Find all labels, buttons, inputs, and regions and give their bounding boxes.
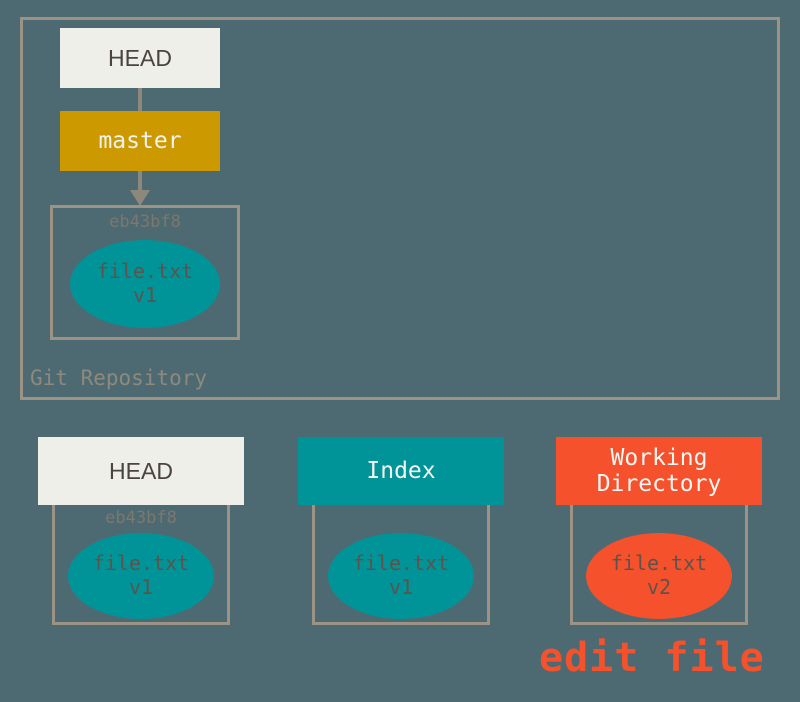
working-directory-title-line1: Working <box>610 444 708 471</box>
working-directory-title-line2: Directory <box>596 471 722 497</box>
index-column-blob[interactable]: file.txt v1 <box>328 533 474 619</box>
repo-head-box[interactable]: HEAD <box>60 28 220 88</box>
repo-master-box[interactable]: master <box>60 111 220 171</box>
head-column-blob-filename: file.txt <box>92 551 190 576</box>
working-directory-column-header[interactable]: Working Directory <box>556 437 762 505</box>
git-repository-container <box>20 17 780 400</box>
index-column-header[interactable]: Index <box>298 437 504 505</box>
edit-file-caption: edit file <box>539 635 765 681</box>
working-directory-blob-version: v2 <box>646 575 672 599</box>
repo-commit-frame <box>50 205 240 340</box>
repo-commit-blob-filename: file.txt <box>96 259 194 284</box>
working-directory-blob-filename: file.txt <box>610 551 708 576</box>
repo-commit-blob-version: v1 <box>132 283 158 307</box>
working-directory-column-frame <box>570 503 748 625</box>
repo-master-label: master <box>98 127 182 154</box>
connector-master-to-commit <box>138 171 142 193</box>
arrow-head-icon <box>130 190 150 206</box>
index-column-blob-version: v1 <box>388 575 414 599</box>
index-column-frame <box>312 503 490 625</box>
index-column-title: Index <box>366 457 436 484</box>
repo-commit-blob[interactable]: file.txt v1 <box>70 240 220 328</box>
working-directory-column-blob[interactable]: file.txt v2 <box>586 533 732 619</box>
repo-commit-hash: eb43bf8 <box>109 212 181 232</box>
repo-head-label: HEAD <box>108 44 172 71</box>
head-column-header[interactable]: HEAD <box>38 437 244 505</box>
index-column-blob-filename: file.txt <box>352 551 450 576</box>
head-column-frame <box>52 503 230 625</box>
head-column-hash: eb43bf8 <box>105 508 177 528</box>
head-column-blob-version: v1 <box>128 575 154 599</box>
head-column-title: HEAD <box>109 457 173 484</box>
head-column-blob[interactable]: file.txt v1 <box>68 533 214 619</box>
connector-head-to-master <box>138 88 142 111</box>
git-repository-label: Git Repository <box>30 366 208 390</box>
